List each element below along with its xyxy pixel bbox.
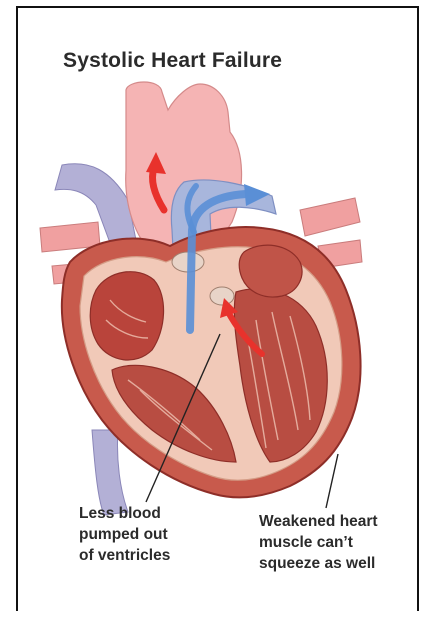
- page-title: Systolic Heart Failure: [63, 49, 282, 73]
- leader-line-right: [326, 454, 338, 508]
- label-line: Weakened heart: [259, 511, 378, 532]
- label-line: Less blood: [79, 503, 170, 524]
- label-line: pumped out: [79, 524, 170, 545]
- label-line: of ventricles: [79, 545, 170, 566]
- label-line: muscle can’t: [259, 532, 378, 553]
- pulmonary-vessel-right: [300, 198, 360, 236]
- label-weakened-muscle: Weakened heart muscle can’t squeeze as w…: [259, 511, 378, 574]
- label-less-blood: Less blood pumped out of ventricles: [79, 503, 170, 566]
- aortic-valve: [210, 287, 234, 305]
- right-atrium: [90, 272, 163, 360]
- label-line: squeeze as well: [259, 553, 378, 574]
